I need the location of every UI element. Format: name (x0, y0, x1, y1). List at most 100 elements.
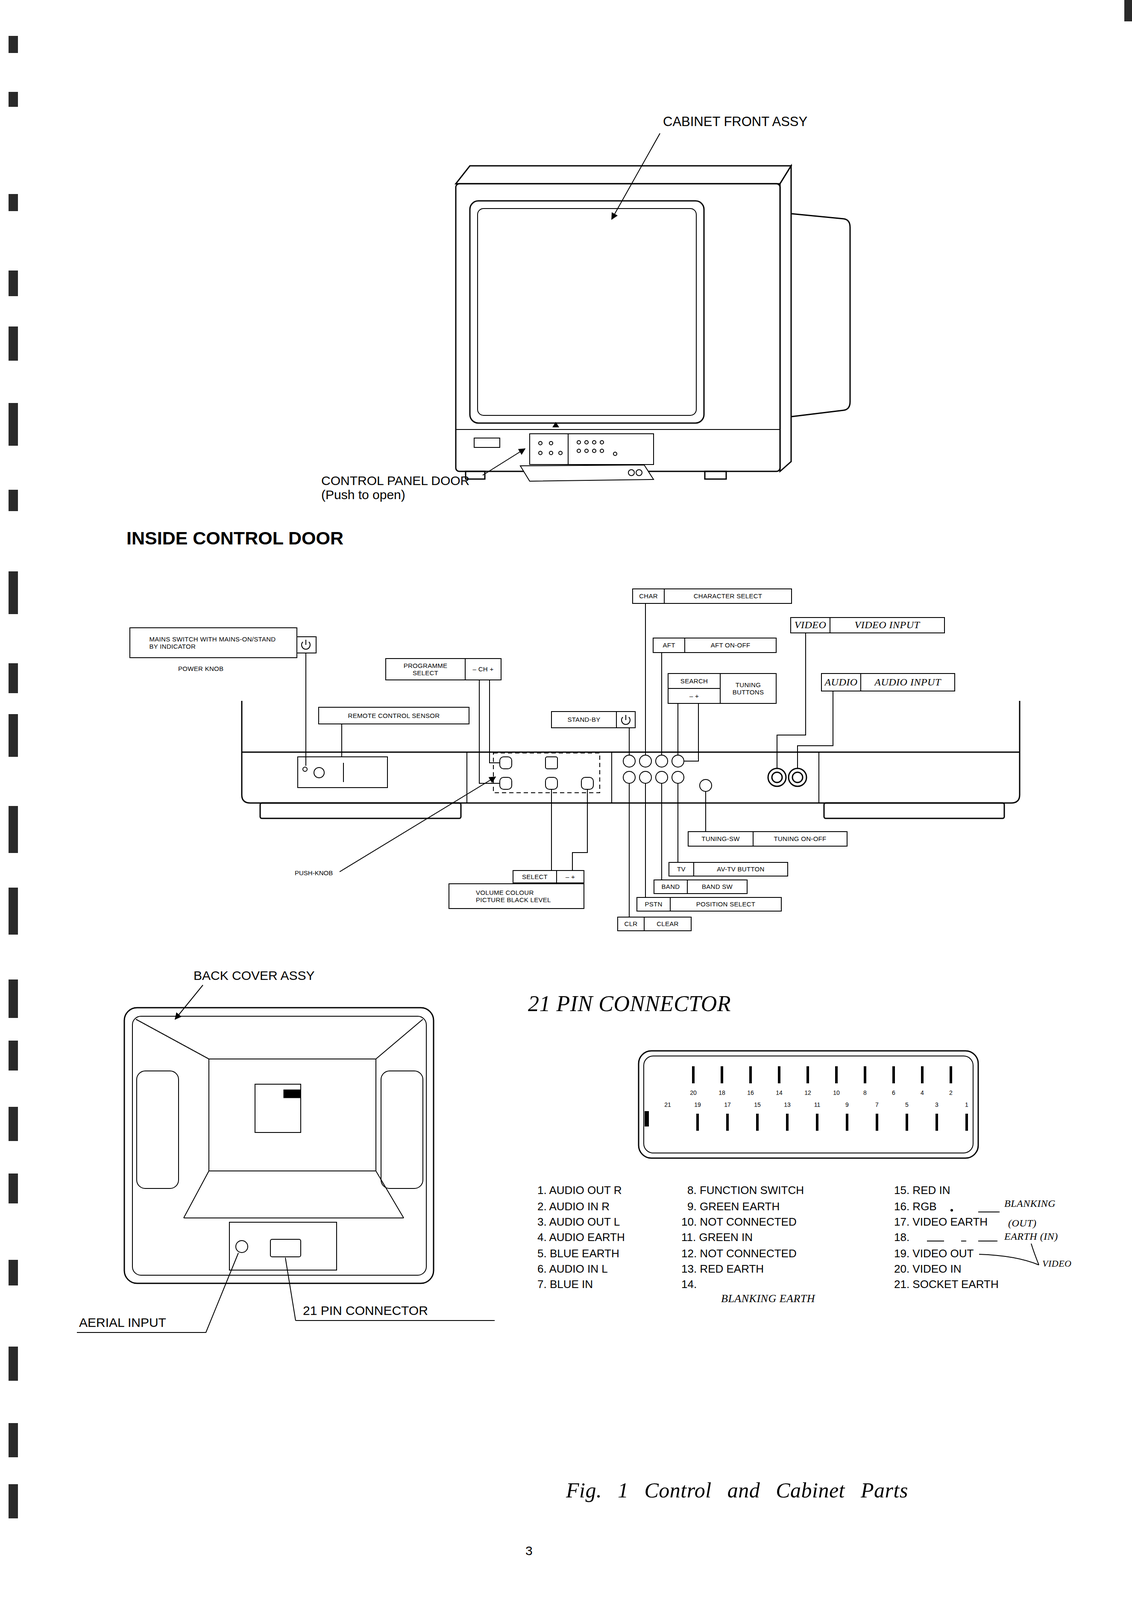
label-text: AV-TV BUTTON (716, 865, 765, 873)
connector-inner (643, 1055, 974, 1153)
slot (283, 1089, 301, 1098)
push-knob (499, 756, 512, 769)
label-text: BAND SW (701, 882, 733, 890)
button (613, 451, 617, 456)
pin (749, 1065, 752, 1083)
control-label: SELECT– + (512, 869, 585, 883)
pin-entry: 7. BLUE IN (537, 1277, 593, 1291)
leader-line (628, 783, 630, 917)
pin (696, 1113, 699, 1131)
label-cell: REMOTE CONTROL SENSOR (319, 707, 469, 724)
label-cell: PROGRAMME SELECT (386, 658, 465, 680)
pin-entry: 1. AUDIO OUT R (537, 1183, 622, 1197)
label-cell: MAINS SWITCH WITH MAINS-ON/STAND BY INDI… (130, 627, 297, 657)
cabinet-top (455, 165, 792, 184)
foot (824, 802, 1005, 819)
pin (905, 1113, 909, 1131)
label-cell: SELECT (513, 870, 557, 883)
push-knobs (499, 756, 594, 789)
tube-neck (791, 213, 851, 417)
leader-line (645, 783, 646, 897)
leader-arrow (175, 984, 203, 1019)
connector-panel (229, 1221, 337, 1270)
pin-entry: 8. FUNCTION SWITCH (687, 1183, 804, 1197)
cabinet-side (780, 165, 792, 472)
control-label: VOLUME COLOUR PICTURE BLACK LEVEL (448, 882, 585, 909)
dot (950, 1208, 953, 1211)
leader-line (572, 788, 588, 870)
label-cell: CLEAR (643, 917, 691, 930)
pin-entry: 3. AUDIO OUT L (537, 1215, 620, 1228)
pin-number: 17 (724, 1101, 731, 1108)
label-cell: VOLUME COLOUR PICTURE BLACK LEVEL (449, 883, 584, 908)
button (639, 771, 652, 784)
pin (892, 1065, 895, 1083)
leader-line (677, 703, 679, 755)
back-cover-illustration (124, 1007, 434, 1283)
jack (636, 469, 643, 476)
button (655, 754, 668, 767)
pin (965, 1113, 968, 1131)
label-cell: TV (669, 862, 694, 876)
label-text: VOLUME COLOUR PICTURE BLACK LEVEL (475, 888, 558, 904)
label-text: AUDIO (824, 676, 858, 689)
panel-top (241, 751, 1020, 753)
label-cell: BAND SW (686, 879, 747, 893)
pin-entry: 20. VIDEO IN (894, 1262, 962, 1275)
jack (792, 771, 803, 783)
leader-line (341, 724, 343, 757)
control-label: STAND-BY (551, 710, 636, 728)
label-cell: PSTN (637, 897, 670, 911)
leader-line (76, 1252, 239, 1332)
pin (835, 1065, 838, 1083)
button (671, 771, 684, 784)
button (671, 754, 684, 767)
jack (628, 469, 635, 476)
dash (978, 1211, 1000, 1212)
control-label: PSTNPOSITION SELECT (636, 896, 782, 912)
label-text: TUNING ON-OFF (773, 834, 827, 842)
push-knob (499, 777, 512, 789)
cover-edges (135, 1018, 423, 1218)
label-text: – + (668, 687, 720, 703)
pin-entry: 17. VIDEO EARTH (894, 1215, 988, 1228)
label-text: CLR (624, 919, 638, 927)
pin (863, 1065, 867, 1083)
pin-number: 12 (804, 1089, 812, 1096)
label-cell: – + (556, 870, 584, 883)
label-cell: VIDEO INPUT (829, 617, 945, 633)
label-text: SEARCH (668, 673, 720, 688)
part-label: 21 PIN CONNECTOR (302, 1302, 429, 1317)
screen (477, 208, 697, 416)
binding-marks (8, 0, 1132, 1518)
button (592, 448, 596, 453)
label-cell: TUNING BUTTONS (719, 673, 776, 703)
section-heading: INSIDE CONTROL DOOR (126, 527, 344, 549)
label-cell: TUNING ON-OFF (752, 831, 847, 846)
button (549, 441, 553, 445)
button (623, 771, 636, 784)
pin-entry: 11. GREEN IN (681, 1230, 753, 1244)
scart-connector (638, 1050, 979, 1158)
pin-entry: 2. AUDIO IN R (537, 1199, 610, 1213)
panel-dividers (466, 751, 819, 803)
part-label: AERIAL INPUT (79, 1314, 167, 1329)
leader-line (777, 633, 806, 769)
label-cell: CLR (618, 917, 644, 930)
pin-entry: 13. RED EARTH (681, 1262, 764, 1275)
control-leaders (305, 603, 833, 917)
pin (692, 1065, 695, 1083)
label-cell: AFT (653, 638, 685, 652)
speaker-housing (381, 1070, 423, 1188)
back-centre (208, 1058, 376, 1171)
pin (726, 1113, 729, 1131)
cabinet-front (455, 183, 781, 472)
pin-number: 3 (935, 1101, 939, 1108)
button (699, 779, 712, 792)
caption-text: POWER KNOB (178, 664, 224, 672)
handwritten-note: BLANKING EARTH (721, 1292, 816, 1305)
label-cell: TUNING-SW (688, 831, 753, 846)
power-symbol-shape (621, 714, 631, 725)
